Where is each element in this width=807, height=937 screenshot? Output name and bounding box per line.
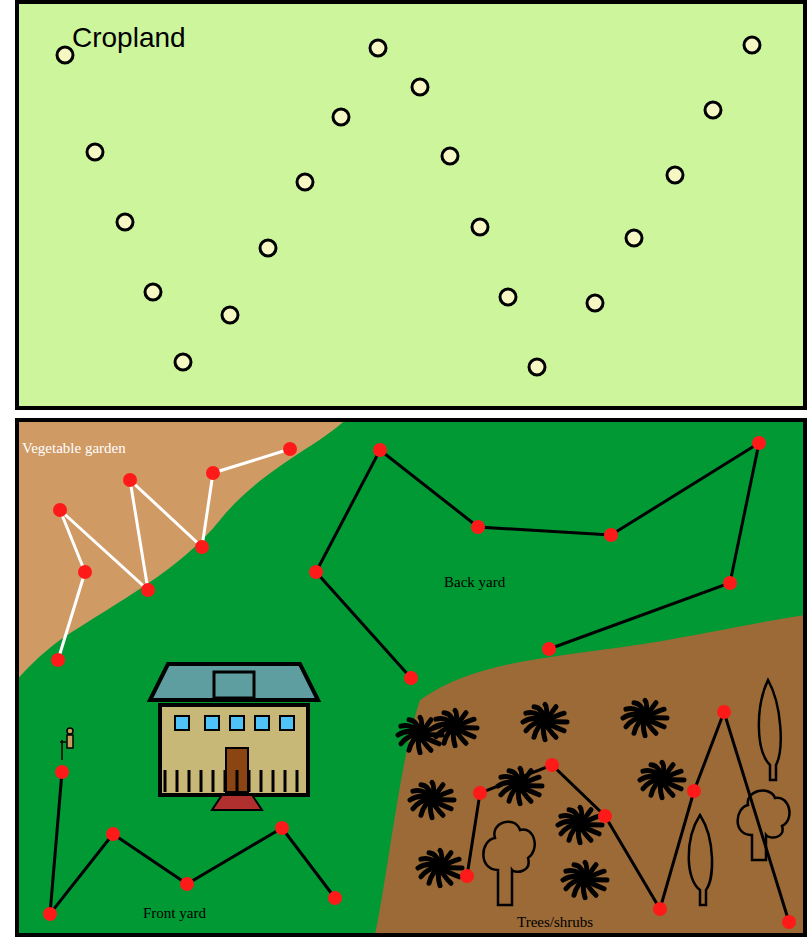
sample-point	[53, 503, 67, 517]
sample-point	[180, 877, 194, 891]
sample-point	[141, 583, 155, 597]
sample-point	[283, 442, 297, 456]
person-icon	[60, 728, 73, 760]
region-label: Vegetable garden	[22, 440, 126, 457]
sample-point	[333, 109, 349, 125]
sample-point	[43, 907, 57, 921]
sample-points	[57, 37, 760, 375]
sample-point	[687, 784, 701, 798]
sample-point	[117, 214, 133, 230]
sample-route	[58, 449, 290, 660]
sample-point	[472, 219, 488, 235]
sample-point	[604, 528, 618, 542]
sample-point	[587, 295, 603, 311]
region-label: Front yard	[143, 905, 206, 922]
sample-point	[460, 869, 474, 883]
sample-point	[78, 565, 92, 579]
sample-point	[545, 758, 559, 772]
sample-point	[717, 705, 731, 719]
sample-point	[723, 576, 737, 590]
sample-point	[57, 47, 73, 63]
sample-route	[316, 443, 759, 678]
trees-region	[375, 615, 805, 935]
sample-point	[529, 359, 545, 375]
sample-route	[50, 772, 335, 914]
sample-paths	[50, 443, 789, 922]
lawn-ground	[17, 420, 805, 935]
sample-point	[442, 148, 458, 164]
sample-point	[195, 540, 209, 554]
sample-point	[370, 40, 386, 56]
cropland-panel: Cropland	[17, 2, 805, 408]
sample-point	[328, 891, 342, 905]
sample-point	[744, 37, 760, 53]
sample-point	[598, 809, 612, 823]
sample-route	[467, 712, 789, 922]
cropland-panel	[17, 2, 805, 408]
sample-point	[500, 289, 516, 305]
sample-point	[175, 354, 191, 370]
sample-point	[106, 827, 120, 841]
garden-region	[17, 420, 345, 680]
region-label: Trees/shrubs	[517, 914, 593, 931]
sample-point	[373, 443, 387, 457]
sample-point	[55, 765, 69, 779]
sample-point	[297, 174, 313, 190]
sample-point	[275, 821, 289, 835]
shrub-icons	[398, 700, 684, 897]
sample-point	[542, 642, 556, 656]
sample-point	[705, 102, 721, 118]
sample-points	[43, 436, 796, 929]
sample-point	[412, 79, 428, 95]
map-border	[17, 420, 805, 935]
sample-point	[206, 466, 220, 480]
sample-point	[752, 436, 766, 450]
sample-point	[222, 307, 238, 323]
house-icon	[150, 664, 318, 810]
region-title: Cropland	[72, 22, 186, 54]
sample-point	[309, 565, 323, 579]
sample-point	[471, 520, 485, 534]
sample-point	[260, 240, 276, 256]
region-label: Back yard	[444, 574, 505, 591]
sample-point	[667, 167, 683, 183]
sample-point	[473, 786, 487, 800]
sample-point	[626, 230, 642, 246]
sample-point	[653, 902, 667, 916]
sample-point	[782, 915, 796, 929]
sample-point	[123, 473, 137, 487]
sample-point	[145, 284, 161, 300]
sample-point	[51, 653, 65, 667]
sample-point	[87, 144, 103, 160]
sample-point	[404, 671, 418, 685]
